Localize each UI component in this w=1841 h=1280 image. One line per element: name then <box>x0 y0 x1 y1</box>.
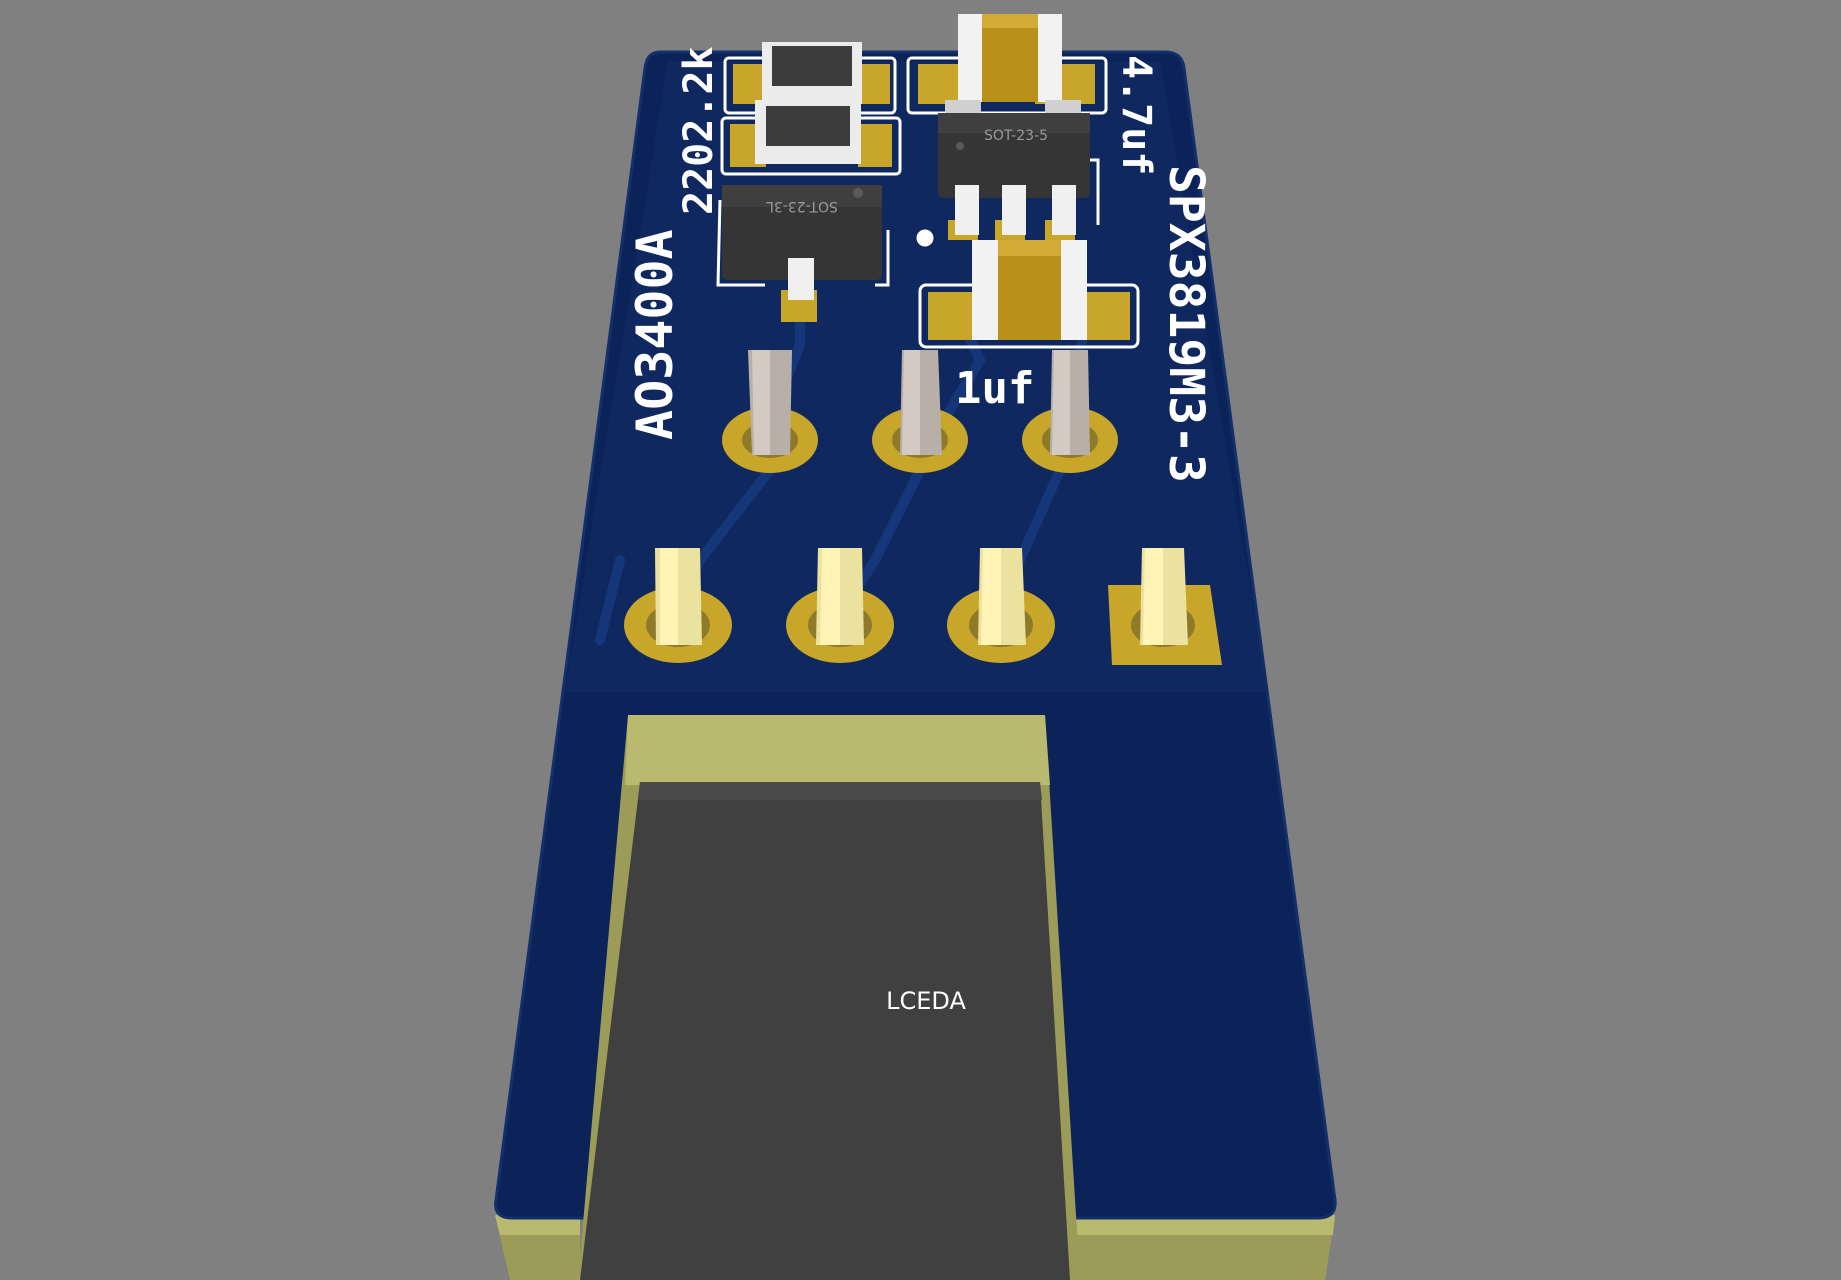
silk-cap-bottom-label: 1uf <box>955 363 1034 414</box>
silk-mosfet-label: AO3400A <box>626 229 684 440</box>
header-top-row <box>722 350 1118 473</box>
lceda-module: LCEDA <box>578 715 1080 1280</box>
capacitor-c2 <box>972 240 1087 340</box>
silk-regulator-label: SPX3819M3-3 <box>1158 165 1214 483</box>
header-pin <box>1022 350 1118 473</box>
header-pin <box>872 350 968 473</box>
resistor-r1 <box>762 42 862 104</box>
board-edge-top-strip-right <box>1075 1215 1335 1235</box>
pad <box>858 64 890 104</box>
header-bottom-row <box>624 548 1222 665</box>
module-base-top <box>625 715 1050 785</box>
mosfet-package-text: SOT-23-3L <box>766 198 838 214</box>
header-pin <box>786 548 894 663</box>
pad <box>858 124 892 167</box>
regulator-package-text: SOT-23-5 <box>984 128 1048 144</box>
header-pin <box>947 548 1055 663</box>
header-pin <box>722 350 818 473</box>
silkscreen-text: AO3400A 2202.2k SPX3819M3-3 4.7uf 1uf <box>626 46 1214 482</box>
module-label: LCEDA <box>886 987 966 1015</box>
mosfet-sot23-3l: SOT-23-3L <box>722 185 882 300</box>
module-body-highlight <box>638 782 1042 800</box>
capacitor-c1 <box>958 14 1062 102</box>
regulator-sot23-5: SOT-23-5 <box>938 100 1090 235</box>
module-body <box>580 782 1070 1280</box>
silk-resistor-label: 2202.2k <box>676 46 722 215</box>
resistor-r2 <box>755 100 861 164</box>
silk-cap-top-label: 4.7uf <box>1113 55 1159 175</box>
board-edge-top-strip-left <box>495 1215 580 1235</box>
header-pin <box>624 548 732 663</box>
header-pin-square <box>1108 548 1222 665</box>
